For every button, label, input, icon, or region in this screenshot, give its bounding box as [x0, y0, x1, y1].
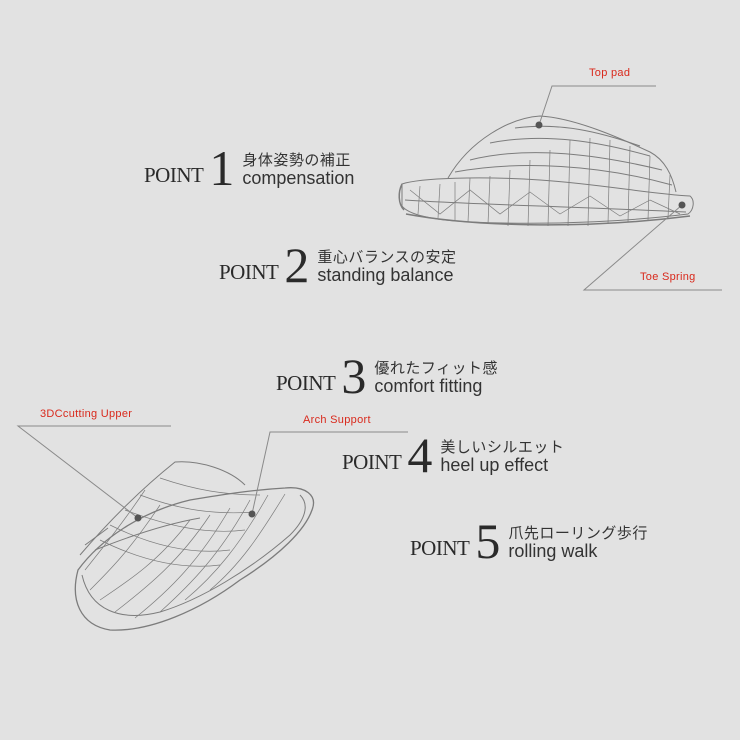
point-label: POINT: [342, 450, 402, 474]
point-jp: 身体姿勢の補正: [242, 151, 351, 170]
point-en: heel up effect: [440, 455, 549, 476]
point-number: 2: [284, 237, 310, 293]
point-number: 5: [475, 513, 501, 569]
arch-marker: [248, 510, 256, 518]
point-jp: 重心バランスの安定: [317, 248, 457, 267]
point-en: standing balance: [317, 265, 454, 286]
point-label: POINT: [144, 163, 204, 187]
arch-leader: [251, 431, 408, 515]
point-en: rolling walk: [508, 541, 598, 562]
point-label: POINT: [410, 536, 470, 560]
perspective-view-sandal: [74, 461, 315, 631]
callout-toe-spring: Toe Spring: [640, 271, 696, 283]
point-number: 3: [341, 348, 367, 404]
top-pad-marker: [535, 121, 543, 129]
top-pad-leader: [538, 85, 656, 126]
toe-spring-marker: [678, 201, 686, 209]
point-en: compensation: [242, 168, 355, 189]
side-view-sandal: [398, 115, 694, 227]
callout-arch-support: Arch Support: [303, 414, 371, 426]
upper-marker: [134, 514, 142, 522]
point-jp: 優れたフィット感: [374, 359, 499, 378]
toe-spring-leader: [582, 204, 722, 291]
point-label: POINT: [276, 371, 336, 395]
upper-leader: [16, 425, 171, 519]
callout-top-pad: Top pad: [589, 67, 631, 79]
point-number: 4: [407, 427, 433, 483]
callout-3d-upper: 3DCcutting Upper: [40, 408, 133, 420]
point-number: 1: [209, 140, 235, 196]
point-en: comfort fitting: [374, 376, 483, 397]
point-jp: 爪先ローリング歩行: [508, 524, 648, 543]
point-label: POINT: [219, 260, 279, 284]
point-jp: 美しいシルエット: [440, 438, 565, 457]
